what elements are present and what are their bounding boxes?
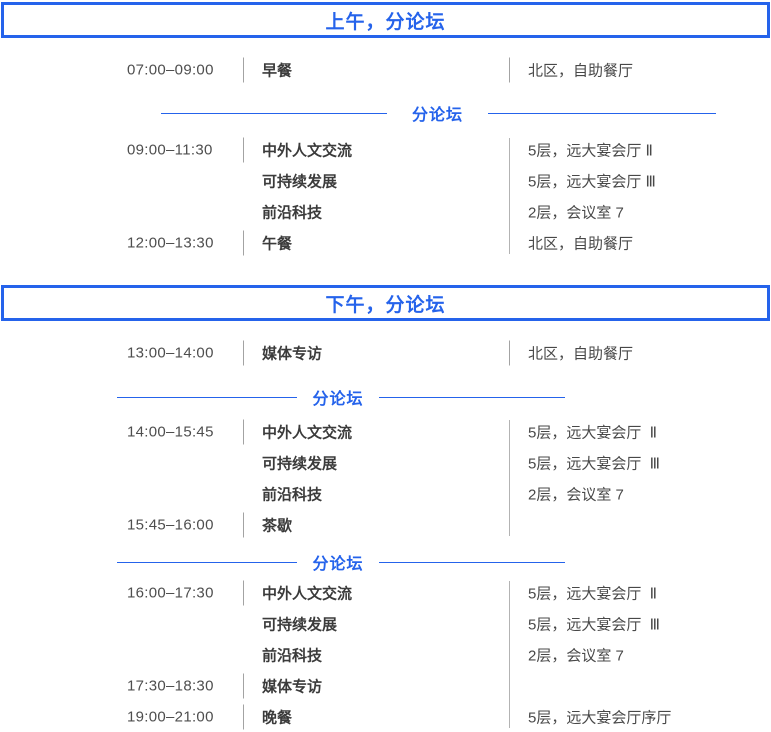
subforum-divider: 分论坛 <box>0 381 771 412</box>
row-event: 中外人文交流 <box>262 585 353 602</box>
schedule-row: 前沿科技 2层，会议室 7 <box>0 639 771 670</box>
column-separator <box>243 673 244 698</box>
row-event: 媒体专访 <box>262 345 323 362</box>
group-separator-line <box>509 581 510 728</box>
row-location: 5层，远大宴会厅 Ⅲ <box>528 173 656 190</box>
divider-label: 分论坛 <box>312 555 364 573</box>
row-time: 09:00–11:30 <box>127 141 213 158</box>
row-time: 15:45–16:00 <box>127 516 214 533</box>
divider-label: 分论坛 <box>411 106 463 124</box>
subforum-divider: 分论坛 <box>0 546 771 577</box>
row-location: 5层，远大宴会厅序厅 <box>528 709 672 726</box>
divider-line-left <box>161 112 387 114</box>
column-separator <box>509 340 510 365</box>
row-location: 5层，远大宴会厅 Ⅲ <box>528 616 661 633</box>
schedule-row: 前沿科技 2层，会议室 7 <box>0 196 771 227</box>
row-location: 北区，自助餐厅 <box>528 345 634 362</box>
column-separator <box>243 512 244 537</box>
subforum-divider: 分论坛 <box>0 97 771 128</box>
row-event: 早餐 <box>262 62 293 79</box>
schedule-row: 14:00–15:45 中外人文交流 5层，远大宴会厅 Ⅱ <box>0 416 771 447</box>
schedule-block: 07:00–09:00 早餐 北区，自助餐厅 <box>0 54 771 85</box>
row-location: 2层，会议室 7 <box>528 204 624 221</box>
row-time: 07:00–09:00 <box>127 61 214 78</box>
group-separator-line <box>509 138 510 254</box>
schedule-group: 14:00–15:45 中外人文交流 5层，远大宴会厅 Ⅱ 可持续发展 5层，远… <box>0 416 771 540</box>
schedule-group: 09:00–11:30 中外人文交流 5层，远大宴会厅 Ⅱ 可持续发展 5层，远… <box>0 134 771 258</box>
row-event: 可持续发展 <box>262 173 338 190</box>
row-event: 午餐 <box>262 235 293 252</box>
schedule-row: 16:00–17:30 中外人文交流 5层，远大宴会厅 Ⅱ <box>0 577 771 608</box>
row-location: 5层，远大宴会厅 Ⅱ <box>528 424 658 441</box>
schedule-row: 可持续发展 5层，远大宴会厅 Ⅲ <box>0 447 771 478</box>
row-event: 茶歇 <box>262 517 293 534</box>
row-event: 可持续发展 <box>262 455 338 472</box>
schedule-row: 17:30–18:30 媒体专访 <box>0 670 771 701</box>
row-event: 前沿科技 <box>262 647 323 664</box>
section-header-morning: 上午，分论坛 <box>1 2 770 38</box>
column-separator <box>243 704 244 729</box>
row-event: 前沿科技 <box>262 204 323 221</box>
column-separator <box>243 230 244 255</box>
section-header-afternoon: 下午，分论坛 <box>1 285 770 321</box>
schedule-row: 13:00–14:00 媒体专访 北区，自助餐厅 <box>0 337 771 368</box>
divider-label: 分论坛 <box>312 390 364 408</box>
row-location: 2层，会议室 7 <box>528 486 624 503</box>
row-location: 5层，远大宴会厅 Ⅲ <box>528 455 661 472</box>
column-separator <box>243 137 244 162</box>
group-separator-line <box>509 420 510 536</box>
schedule-row: 07:00–09:00 早餐 北区，自助餐厅 <box>0 54 771 85</box>
row-event: 晚餐 <box>262 709 293 726</box>
schedule-group: 16:00–17:30 中外人文交流 5层，远大宴会厅 Ⅱ 可持续发展 5层，远… <box>0 577 771 732</box>
row-location: 北区，自助餐厅 <box>528 62 634 79</box>
row-event: 媒体专访 <box>262 678 323 695</box>
schedule-row: 15:45–16:00 茶歇 <box>0 509 771 540</box>
schedule-row: 12:00–13:30 午餐 北区，自助餐厅 <box>0 227 771 258</box>
row-time: 19:00–21:00 <box>127 708 214 725</box>
divider-line-left <box>117 561 297 563</box>
schedule-row: 19:00–21:00 晚餐 5层，远大宴会厅序厅 <box>0 701 771 732</box>
row-event: 前沿科技 <box>262 486 323 503</box>
row-location: 北区，自助餐厅 <box>528 235 634 252</box>
schedule-row: 可持续发展 5层，远大宴会厅 Ⅲ <box>0 608 771 639</box>
row-location: 2层，会议室 7 <box>528 647 624 664</box>
divider-line-right <box>379 561 565 563</box>
divider-line-right <box>379 396 565 398</box>
divider-line-right <box>488 112 716 114</box>
column-separator <box>243 580 244 605</box>
row-time: 17:30–18:30 <box>127 677 214 694</box>
schedule-block: 13:00–14:00 媒体专访 北区，自助餐厅 <box>0 337 771 368</box>
row-location: 5层，远大宴会厅 Ⅱ <box>528 585 658 602</box>
row-time: 16:00–17:30 <box>127 584 214 601</box>
row-time: 14:00–15:45 <box>127 423 214 440</box>
row-time: 12:00–13:30 <box>127 234 214 251</box>
schedule-row: 可持续发展 5层，远大宴会厅 Ⅲ <box>0 165 771 196</box>
row-time: 13:00–14:00 <box>127 344 214 361</box>
row-event: 可持续发展 <box>262 616 338 633</box>
divider-line-left <box>117 396 297 398</box>
row-location: 5层，远大宴会厅 Ⅱ <box>528 142 653 159</box>
column-separator <box>243 57 244 82</box>
schedule-row: 09:00–11:30 中外人文交流 5层，远大宴会厅 Ⅱ <box>0 134 771 165</box>
schedule-row: 前沿科技 2层，会议室 7 <box>0 478 771 509</box>
row-event: 中外人文交流 <box>262 142 353 159</box>
row-event: 中外人文交流 <box>262 424 353 441</box>
column-separator <box>243 419 244 444</box>
column-separator <box>509 57 510 82</box>
column-separator <box>243 340 244 365</box>
